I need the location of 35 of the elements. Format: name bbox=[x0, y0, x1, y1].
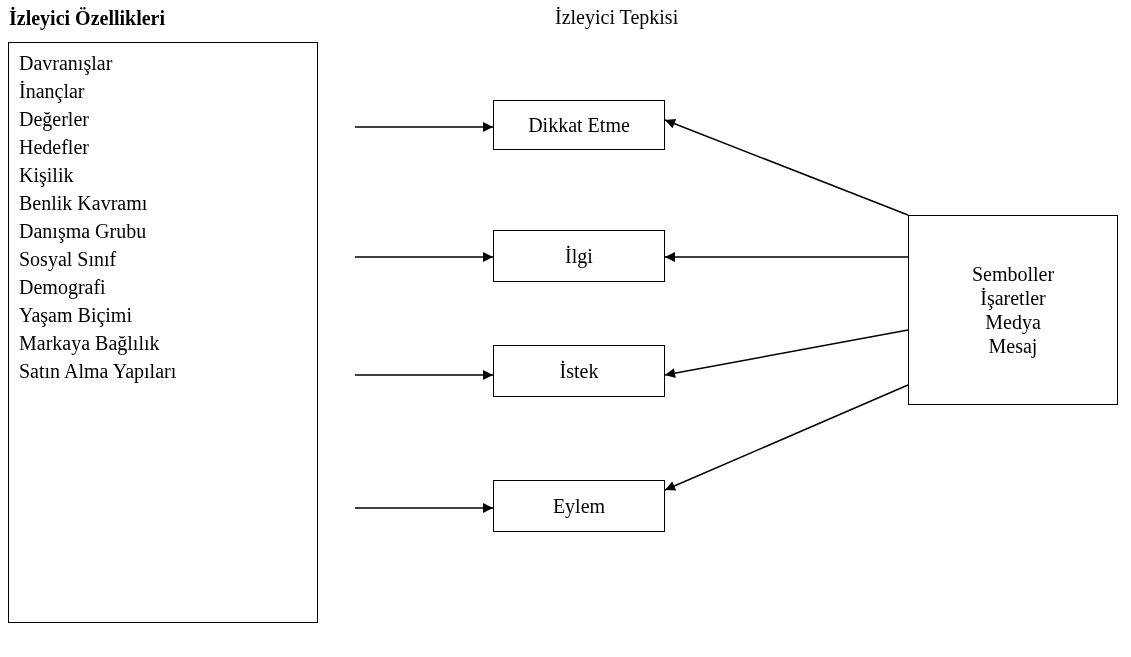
box-text: Benlik Kavramı bbox=[19, 191, 148, 216]
response-box bbox=[493, 100, 665, 150]
response-box bbox=[908, 215, 1118, 405]
arrow bbox=[354, 503, 494, 513]
arrow bbox=[664, 384, 909, 491]
box-text: Eylem bbox=[552, 494, 606, 520]
box-text: İnançlar bbox=[19, 79, 85, 105]
box-text: Mesaj bbox=[988, 334, 1038, 358]
box-text: İlgi bbox=[565, 244, 593, 270]
response-box bbox=[493, 480, 665, 532]
box-text: Danışma Grubu bbox=[19, 219, 147, 245]
arrow bbox=[354, 252, 494, 262]
box-text: Demografi bbox=[19, 275, 106, 301]
response-box bbox=[493, 345, 665, 397]
box-text: Dikkat Etme bbox=[528, 113, 630, 138]
arrow bbox=[664, 252, 909, 262]
box-text: Davranışlar bbox=[19, 51, 113, 77]
arrow bbox=[354, 370, 494, 380]
box-text: Kişilik bbox=[19, 163, 74, 189]
box-text: İşaretler bbox=[980, 286, 1046, 310]
arrow bbox=[664, 119, 909, 216]
box-text: Yaşam Biçimi bbox=[19, 303, 132, 329]
box-text: Hedefler bbox=[19, 135, 89, 160]
column-heading: İzleyici Tepkisi bbox=[555, 6, 679, 29]
box-text: Markaya Bağlılık bbox=[19, 331, 160, 357]
response-box bbox=[493, 230, 665, 282]
box-text: İstek bbox=[559, 359, 599, 384]
box-text: Satın Alma Yapıları bbox=[19, 359, 177, 385]
box-text: Değerler bbox=[19, 107, 89, 133]
arrow bbox=[354, 122, 494, 132]
box-text: Sosyal Sınıf bbox=[19, 247, 117, 273]
box-text: Semboller bbox=[971, 262, 1055, 286]
column-heading: İzleyici Özellikleri bbox=[9, 7, 166, 30]
box-text: Medya bbox=[985, 310, 1041, 334]
arrow bbox=[664, 329, 909, 379]
